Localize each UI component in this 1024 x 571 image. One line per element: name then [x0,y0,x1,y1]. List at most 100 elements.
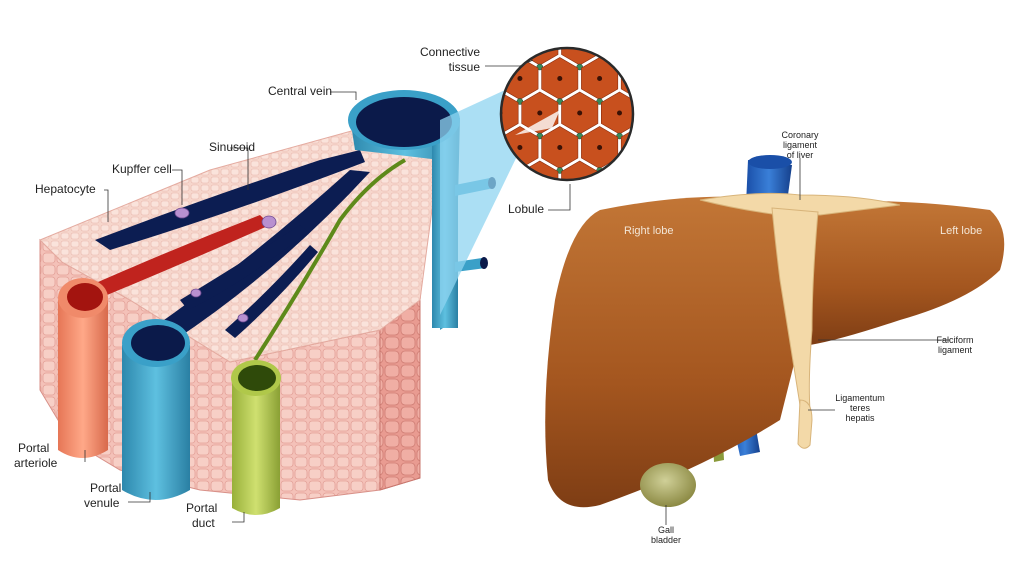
kupffer-cell-marker [174,207,190,219]
liver-organ [545,155,1005,508]
lobule-portal-triad [696,64,702,70]
lobule-hexagon [502,0,538,31]
lobule-central-vein-dot [737,111,742,116]
label-sinusoid: Sinusoid [209,140,255,154]
lobule-portal-triad [577,202,583,208]
label-ligamentum-teres: hepatis [845,413,875,423]
lobule-central-vein-dot [537,110,543,116]
lobule-portal-triad [656,64,662,70]
lobule-portal-triad [696,133,702,139]
lobule-portal-triad [516,167,524,174]
lobule-hexagon [721,92,757,134]
lobule-central-vein-dot [478,7,483,12]
lobule-portal-triad [477,237,483,243]
sinusoid-channel-4 [225,245,318,338]
kupffer-cell-marker [237,313,249,323]
lobule-portal-triad [557,30,563,36]
label-portal-arteriole: arteriole [14,456,58,470]
lobule-central-vein-dot [737,180,742,185]
lobule-portal-triad [477,30,483,36]
lobule-central-vein-dot [537,179,543,180]
lobule-hexagon [701,127,737,169]
lobule-hexagon [522,230,558,272]
bile-channel [253,158,406,362]
lobule-hexagon [701,58,737,100]
lobule-circle-border [499,46,635,182]
lobule-central-vein-dot [517,145,523,150]
lobule-hexagon [661,0,697,31]
lobule-hexagon [621,0,657,31]
lobule-portal-triad [756,99,762,105]
lobule-central-vein-dot [517,7,522,12]
lobule-portal-triad [676,30,682,36]
lobule-central-vein-dot [677,7,682,12]
lobule-central-vein-dot [577,110,583,116]
label-portal-duct: duct [192,516,215,530]
lobule-portal-triad [501,63,504,71]
lobule-highlight-wedge [515,110,560,135]
lobule-hexagon [681,161,717,203]
lobule-central-vein-dot [697,42,702,47]
lobule-portal-triad [497,271,503,277]
lobule-central-vein-dot [517,76,523,81]
lobule-central-vein-dot [498,42,503,47]
gall-bladder [640,463,696,507]
lobule-central-vein-dot [577,42,582,47]
lobule-central-vein-dot [677,76,682,81]
lobule-hexagon [701,0,737,31]
lobule-portal-triad [636,30,642,36]
lobule-central-vein-dot [557,76,563,81]
ligamentum-teres [797,399,813,449]
lobule-central-vein-dot [557,7,562,12]
lobule-central-vein-dot [657,42,662,47]
lobule-central-vein-dot [597,7,602,12]
label-portal-duct: Portal [186,501,217,515]
label-connective-tissue: tissue [449,60,481,74]
lobule-central-vein-dot [637,76,642,81]
lobule-central-vein-dot [498,249,503,254]
lobule-central-vein-dot [557,145,563,150]
lobule-portal-triad [716,99,722,105]
lobule-hexagon [661,58,697,100]
lobule-central-vein-dot [537,42,542,47]
coronary-ligament [699,192,901,216]
portal-duct [231,360,281,515]
lobule-central-vein-dot [756,7,761,12]
lobule-hexagon [600,48,633,66]
lobule-central-vein-dot [717,76,722,81]
left-lobe [790,201,1005,345]
lobule-central-vein-dot [478,76,483,81]
label-right-lobe: Right lobe [624,225,674,237]
label-hepatocyte: Hepatocyte [35,182,96,196]
lobule-hexagon [661,127,697,169]
lobule-portal-triad [736,133,742,139]
lobule-hexagon [641,23,677,65]
lobule-portal-triad [636,168,642,174]
label-gall-bladder: bladder [651,535,681,545]
lobule-central-vein-dot [697,180,702,185]
sinusoid-channel-3 [180,225,308,310]
tissue-block [39,129,441,501]
lobule-central-vein-dot [617,110,622,116]
lobule-central-vein-dot [557,214,562,219]
sinusoid-channel-1 [95,150,365,250]
lobule-central-vein-dot [657,180,662,185]
label-lobule: Lobule [508,202,544,216]
lobule-central-vein-dot [537,249,542,254]
lobule-portal-triad [756,30,762,36]
lobule-portal-triad [616,63,623,71]
label-ligamentum-teres: teres [850,403,871,413]
lobule-hexagon [462,0,498,31]
kupffer-cell-marker [190,288,202,298]
lobule-hexagon [501,48,519,66]
lobule-central-vein-dot [717,145,722,150]
lobule-central-vein-dot [617,179,622,180]
lobule-hexagon [681,92,717,134]
lobule-hexagon [721,23,757,65]
lobule-hexagon [741,0,777,31]
kupffer-cell-marker [261,215,277,229]
leader-lines [84,59,950,525]
lobule-hexagon [542,0,578,31]
label-portal-arteriole: Portal [18,441,49,455]
lobule-central-vein-dot [597,145,603,150]
